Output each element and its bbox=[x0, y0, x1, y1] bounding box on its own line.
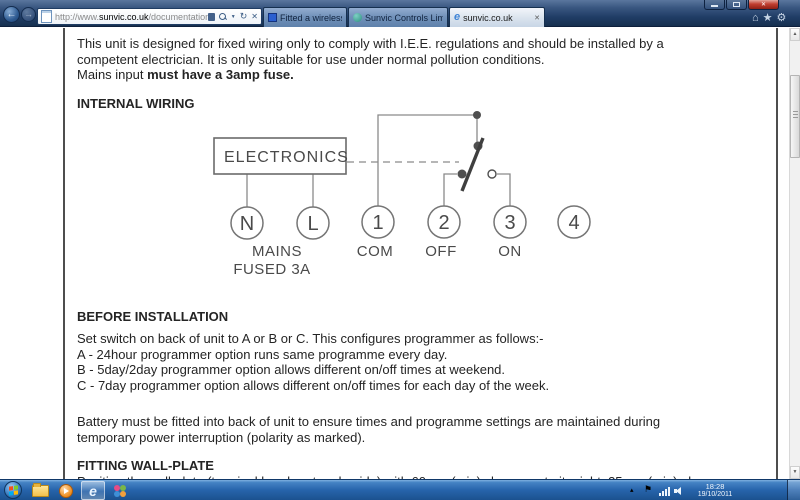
favorites-star-icon[interactable]: ★ bbox=[762, 12, 773, 24]
photo-gallery-taskbar-button[interactable] bbox=[108, 481, 132, 500]
minimize-button[interactable] bbox=[704, 0, 725, 10]
scroll-up-button[interactable]: ▲ bbox=[790, 28, 800, 41]
forward-icon: → bbox=[24, 9, 33, 19]
tray-expand-icon[interactable]: ▴ bbox=[630, 487, 634, 494]
close-icon: ✕ bbox=[760, 1, 767, 8]
svg-text:MAINS: MAINS bbox=[252, 243, 302, 260]
doc-line: temporary power interruption (polarity a… bbox=[77, 429, 366, 445]
svg-text:4: 4 bbox=[568, 212, 579, 234]
terminal-letters: N L 1 2 3 4 bbox=[240, 212, 580, 235]
svg-text:ON: ON bbox=[498, 243, 522, 260]
back-button[interactable]: ← bbox=[3, 6, 20, 23]
photo-gallery-icon bbox=[113, 484, 127, 498]
windows-flag-icon bbox=[9, 485, 18, 496]
diagram-wires bbox=[246, 114, 511, 207]
doc-line: Mains input must have a 3amp fuse. bbox=[77, 67, 294, 83]
address-bar-icons: ▼ ↻ ✕ bbox=[207, 11, 258, 21]
forward-button[interactable]: → bbox=[21, 7, 36, 22]
action-center-flag-icon[interactable]: ⚑ bbox=[644, 484, 653, 494]
folder-icon bbox=[31, 482, 49, 497]
speaker-icon[interactable] bbox=[674, 487, 683, 495]
taskbar-clock[interactable]: 18:28 19/10/2011 bbox=[694, 482, 736, 499]
refresh-icon[interactable]: ↻ bbox=[239, 11, 248, 21]
minimize-icon bbox=[711, 4, 718, 7]
ie-favicon: e bbox=[454, 11, 461, 23]
thumb-grip-icon bbox=[793, 114, 798, 115]
doc-line: C - 7day programmer option allows differ… bbox=[77, 377, 550, 393]
heading-before-installation: BEFORE INSTALLATION bbox=[77, 309, 229, 324]
clock-time: 18:28 bbox=[705, 482, 725, 491]
internet-explorer-icon: e bbox=[89, 482, 97, 499]
tab-sunvic-active[interactable]: e sunvic.co.uk ✕ bbox=[449, 7, 545, 27]
show-desktop-button[interactable] bbox=[787, 480, 800, 500]
tab-diynot[interactable]: Fitted a wireless stat - DIYnot c... bbox=[263, 7, 347, 27]
diynot-favicon bbox=[268, 13, 277, 22]
doc-line: A - 24hour programmer option runs same p… bbox=[77, 346, 448, 362]
tab-label: Sunvic Controls Limited bbox=[365, 12, 443, 23]
tab-label: Fitted a wireless stat - DIYnot c... bbox=[280, 12, 342, 23]
terminal-circles bbox=[230, 205, 591, 240]
taskbar: e ▴ ⚑ 18:28 19/10/2011 bbox=[0, 479, 800, 500]
scroll-down-button[interactable]: ▼ bbox=[790, 466, 800, 479]
doc-text: Mains input bbox=[77, 67, 148, 82]
doc-line: Set switch on back of unit to A or B or … bbox=[77, 331, 544, 346]
diagram-labels: MAINS FUSED 3A COM OFF ON bbox=[233, 243, 521, 278]
ie-taskbar-button[interactable]: e bbox=[81, 481, 105, 500]
network-icon[interactable] bbox=[659, 487, 671, 496]
url-domain: sunvic.co.uk bbox=[99, 11, 149, 22]
doc-text-bold: must have a 3amp fuse. bbox=[147, 67, 294, 82]
sunvic-favicon bbox=[353, 13, 362, 22]
search-icon[interactable] bbox=[218, 12, 227, 21]
svg-text:N: N bbox=[240, 213, 254, 235]
scroll-down-icon: ▼ bbox=[792, 469, 798, 475]
back-icon: ← bbox=[6, 9, 17, 20]
stop-icon[interactable]: ✕ bbox=[251, 11, 258, 21]
window-controls: ✕ bbox=[704, 0, 779, 10]
svg-text:OFF: OFF bbox=[425, 243, 457, 260]
switch-symbol bbox=[457, 111, 497, 192]
tab-sunvic-controls[interactable]: Sunvic Controls Limited bbox=[348, 7, 448, 27]
media-player-taskbar-button[interactable] bbox=[54, 481, 78, 500]
svg-text:L: L bbox=[307, 213, 318, 235]
url-text: http://www.sunvic.co.uk/documentation/da… bbox=[55, 12, 208, 22]
scrollbar-thumb[interactable] bbox=[790, 75, 800, 158]
tab-label: sunvic.co.uk bbox=[463, 12, 513, 23]
svg-text:2: 2 bbox=[438, 212, 449, 234]
svg-text:3: 3 bbox=[504, 212, 515, 234]
home-icon[interactable]: ⌂ bbox=[752, 12, 759, 24]
url-path: /documentation/datasheets/107ins_w.pd bbox=[148, 11, 208, 22]
vertical-scrollbar[interactable]: ▲ ▼ bbox=[789, 28, 800, 500]
page-favicon bbox=[41, 10, 52, 23]
svg-text:1: 1 bbox=[372, 212, 383, 234]
maximize-button[interactable] bbox=[726, 0, 747, 10]
media-player-icon bbox=[59, 483, 73, 498]
browser-chrome: ← → http://www.sunvic.co.uk/documentatio… bbox=[0, 0, 800, 27]
svg-text:COM: COM bbox=[357, 243, 394, 260]
scroll-up-icon: ▲ bbox=[792, 31, 798, 37]
doc-line: competent electrician. It is only suitab… bbox=[77, 51, 545, 67]
close-button[interactable]: ✕ bbox=[748, 0, 779, 10]
heading-fitting-wall-plate: FITTING WALL-PLATE bbox=[77, 458, 214, 473]
electronics-box bbox=[213, 137, 347, 175]
electronics-label: ELECTRONICS bbox=[224, 149, 349, 166]
heading-internal-wiring: INTERNAL WIRING bbox=[77, 96, 195, 111]
gear-icon[interactable]: ⚙ bbox=[776, 12, 787, 24]
doc-line: B - 5day/2day programmer option allows d… bbox=[77, 362, 506, 377]
svg-text:FUSED 3A: FUSED 3A bbox=[233, 261, 310, 278]
page-right-edge bbox=[776, 28, 778, 500]
address-bar[interactable]: http://www.sunvic.co.uk/documentation/da… bbox=[37, 8, 262, 25]
compatibility-view-icon[interactable] bbox=[207, 12, 215, 21]
url-prefix: http://www. bbox=[55, 11, 100, 22]
explorer-taskbar-button[interactable] bbox=[28, 481, 52, 500]
browser-command-icons: ⌂ ★ ⚙ bbox=[752, 12, 786, 25]
tab-close-icon[interactable]: ✕ bbox=[534, 14, 540, 22]
maximize-icon bbox=[733, 2, 740, 7]
chevron-down-icon[interactable]: ▼ bbox=[230, 13, 236, 20]
doc-line: This unit is designed for fixed wiring o… bbox=[77, 36, 664, 51]
pdf-viewport: This unit is designed for fixed wiring o… bbox=[0, 28, 800, 500]
page-left-edge bbox=[63, 28, 65, 500]
doc-line: Battery must be fitted into back of unit… bbox=[77, 414, 661, 429]
start-button[interactable] bbox=[4, 481, 22, 499]
clock-date: 19/10/2011 bbox=[697, 491, 733, 498]
